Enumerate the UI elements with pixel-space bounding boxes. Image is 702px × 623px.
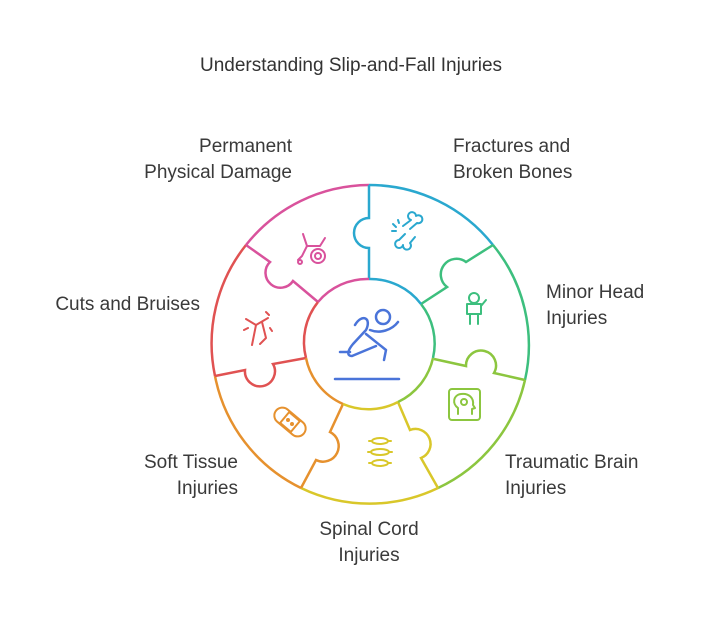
person-head-injury-icon [466,292,487,325]
bandage-icon [273,406,307,438]
label-line: Physical Damage [144,162,292,183]
label-fractures-broken-bones: Fractures and Broken Bones [453,134,572,186]
ring-arc-spinal [300,486,439,505]
center-circle-arc-cuts [302,301,319,359]
cut-bruise-icon [243,311,273,346]
ring-arc-cuts [210,244,247,377]
center-circle-arc-soft [304,357,344,406]
label-line: Injuries [176,478,238,499]
label-line: Injuries [505,478,567,499]
label-line: Minor Head [546,282,645,303]
center-circle-arc-head [420,303,436,359]
label-line: Soft Tissue [144,452,238,473]
label-line: Injuries [338,545,400,566]
label-line: Injuries [546,308,608,329]
center-circle-arc-permanent [317,277,370,303]
label-line: Spinal Cord [319,519,419,540]
label-line: Fractures and [453,136,571,157]
label-soft-tissue-injuries: Soft Tissue Injuries [144,450,238,502]
label-line: Permanent [199,136,292,157]
spine-icon [367,437,393,467]
broken-bone-icon [391,211,424,251]
brain-head-icon [448,388,481,421]
divider-soft-cuts [214,356,307,388]
divider-spinal-soft [299,403,345,489]
label-traumatic-brain-injuries: Traumatic Brain Injuries [505,450,638,502]
ring-arc-permanent [245,183,370,246]
label-cuts-bruises: Cuts and Bruises [55,292,200,318]
center-circle-arc-brain [397,357,435,404]
ring-arc-head [492,244,531,381]
divider-permanent-fractures [352,185,371,280]
label-permanent-physical-damage: Permanent Physical Damage [144,134,292,186]
diagram-title: Understanding Slip-and-Fall Injuries [199,55,503,76]
divider-cuts-permanent [245,243,319,303]
center-circle-arc-spinal [342,400,399,411]
label-line: Cuts and Bruises [55,294,200,315]
ring-arc-fractures [368,183,494,246]
center-circle [305,279,433,407]
label-spinal-cord-injuries: Spinal Cord Injuries [289,517,449,569]
center-circle-arc-fractures [368,277,422,305]
label-minor-head-injuries: Minor Head Injuries [546,280,644,332]
ring-arc-soft [213,375,302,490]
label-line: Traumatic Brain [505,452,639,473]
divider-brain-spinal [396,401,440,489]
divider-fractures-head [420,243,494,306]
wheelchair-icon [297,233,326,265]
label-line: Broken Bones [453,162,573,183]
ring-arc-brain [437,379,527,490]
slipping-person-icon [333,308,401,381]
divider-head-brain [433,349,526,382]
